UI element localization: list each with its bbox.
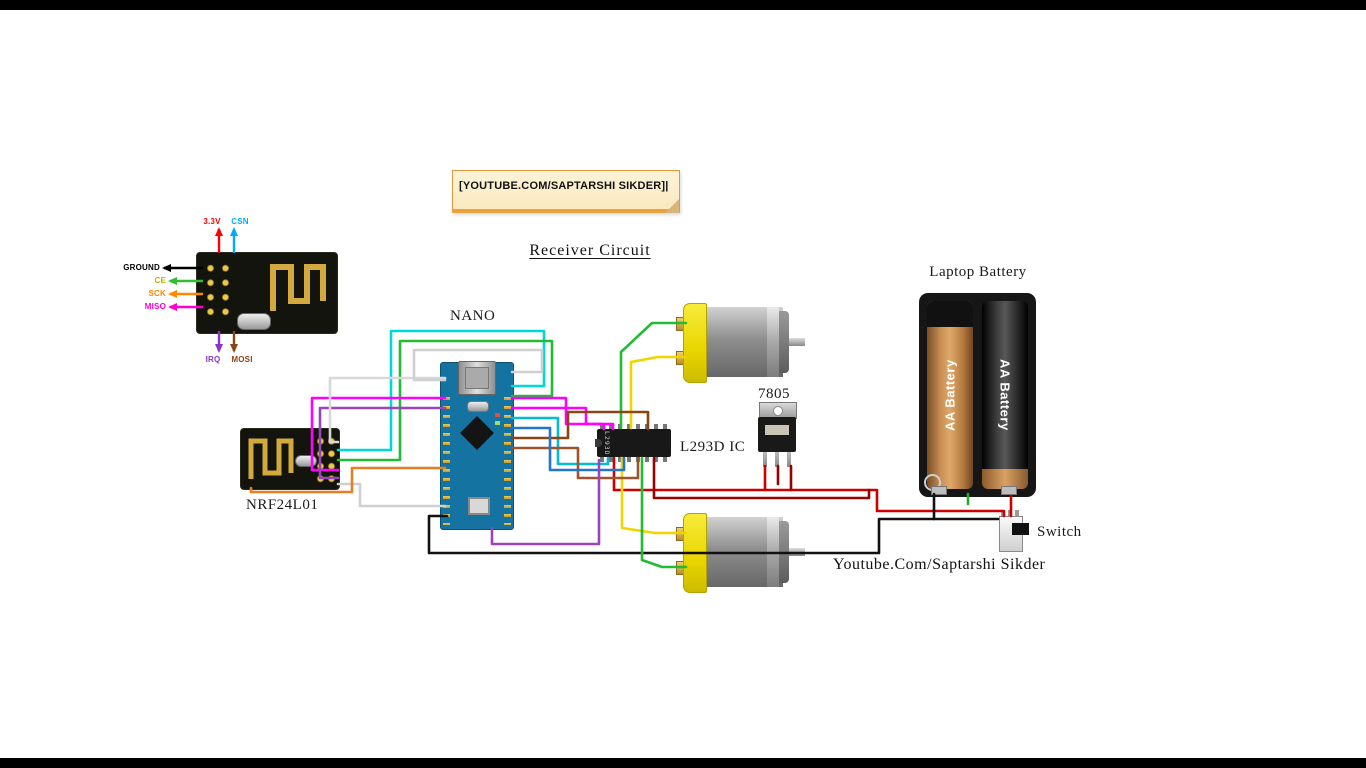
- regulator-leg: [763, 452, 767, 467]
- wire: [629, 355, 688, 430]
- battery-label: AA Battery: [997, 359, 1013, 431]
- wire: [619, 321, 688, 430]
- regulator-leg: [775, 452, 779, 467]
- mounting-hole: [773, 406, 783, 416]
- motor-end-ring: [779, 311, 789, 373]
- reset-button: [468, 497, 490, 515]
- motor-band: [767, 517, 779, 587]
- letterbox-top: [0, 0, 1366, 10]
- switch-pin: [1015, 510, 1019, 517]
- pinout-label-sck: SCK: [148, 289, 166, 298]
- regulator-body: [758, 417, 796, 452]
- motor-band: [767, 307, 779, 377]
- nrf24l01-module: [240, 428, 340, 490]
- wire: [640, 456, 688, 569]
- power-switch: [999, 510, 1029, 552]
- nrf24l01-pinout-module: [196, 252, 338, 334]
- wire: [620, 456, 688, 535]
- ic-marking: L293D: [603, 431, 611, 456]
- pinout-arrowhead: [215, 227, 223, 236]
- voltage-regulator-7805: [758, 402, 797, 467]
- ic-pins-top: [600, 424, 668, 429]
- pin-header: [203, 261, 233, 319]
- pinout-arrowhead: [230, 344, 238, 353]
- label-7805: 7805: [758, 386, 790, 402]
- motor-shaft: [789, 338, 805, 346]
- status-led: [495, 421, 500, 425]
- motor-end-cap: [683, 303, 707, 383]
- pin-header: [315, 435, 337, 485]
- motor-end-cap: [683, 513, 707, 593]
- pinout-arrowhead: [168, 277, 177, 285]
- arduino-nano-board: [440, 361, 514, 530]
- letterbox-bottom: [0, 758, 1366, 768]
- wire: [510, 416, 610, 466]
- power-led: [495, 413, 500, 417]
- dc-motor-bottom: [676, 513, 813, 593]
- battery-contact: [931, 486, 947, 495]
- diagram-title: Receiver Circuit: [529, 242, 651, 259]
- pinout-arrowhead: [168, 290, 177, 298]
- pinout-arrowhead: [230, 227, 238, 236]
- pin-row-right: [504, 397, 511, 525]
- ic-notch: [595, 439, 602, 447]
- label-switch: Switch: [1037, 524, 1082, 540]
- regulator-leg: [787, 452, 791, 467]
- heatsink-tab: [759, 402, 797, 419]
- laptop-battery-pack: AA Battery AA Battery: [919, 293, 1036, 497]
- crystal-oscillator: [295, 455, 317, 467]
- label-nano: NANO: [450, 308, 496, 324]
- pinout-label-irq: IRQ: [205, 355, 221, 364]
- dc-motor-top: [676, 303, 813, 383]
- pinout-label-ce: CE: [154, 276, 166, 285]
- aa-battery-right: AA Battery: [982, 301, 1028, 489]
- sticky-note: [YOUTUBE.COM/SAPTARSHI SIKDER]|: [452, 170, 680, 213]
- motor-shaft: [789, 548, 805, 556]
- mini-usb-connector: [458, 361, 496, 395]
- atmega-chip: [460, 416, 494, 450]
- pinout-arrowhead: [168, 303, 177, 311]
- watermark-text: Youtube.Com/Saptarshi Sikder: [833, 556, 1046, 573]
- wire: [510, 406, 615, 431]
- pin-row-left: [443, 397, 450, 525]
- wire: [328, 376, 447, 444]
- wire: [510, 396, 606, 431]
- pinout-label-ground: GROUND: [123, 263, 160, 272]
- aa-battery-left: AA Battery: [927, 301, 973, 489]
- ic-pins-bottom: [600, 457, 668, 462]
- antenna-trace-icon: [270, 264, 326, 311]
- pinout-arrowhead: [215, 344, 223, 353]
- motor-end-ring: [779, 521, 789, 583]
- label-nrf24l01: NRF24L01: [246, 497, 319, 513]
- pinout-label-33v: 3.3V: [203, 217, 221, 226]
- pinout-label-csn: CSN: [231, 217, 249, 226]
- pinout-label-mosi: MOSI: [231, 355, 253, 364]
- crystal-oscillator: [237, 313, 271, 330]
- battery-contact: [1001, 486, 1017, 495]
- wire: [336, 482, 447, 508]
- note-fold-corner: [665, 199, 679, 213]
- battery-label: AA Battery: [942, 359, 958, 431]
- label-l293d-ic: L293D IC: [680, 439, 746, 455]
- note-text: [YOUTUBE.COM/SAPTARSHI SIKDER]|: [459, 180, 669, 192]
- oscillator: [467, 401, 489, 412]
- pinout-arrowhead: [162, 264, 171, 272]
- switch-lever: [1012, 523, 1029, 535]
- l293d-motor-driver-ic: L293D: [595, 424, 671, 462]
- label-laptop-battery: Laptop Battery: [929, 264, 1027, 280]
- pinout-label-miso: MISO: [144, 302, 166, 311]
- switch-body: [999, 516, 1029, 552]
